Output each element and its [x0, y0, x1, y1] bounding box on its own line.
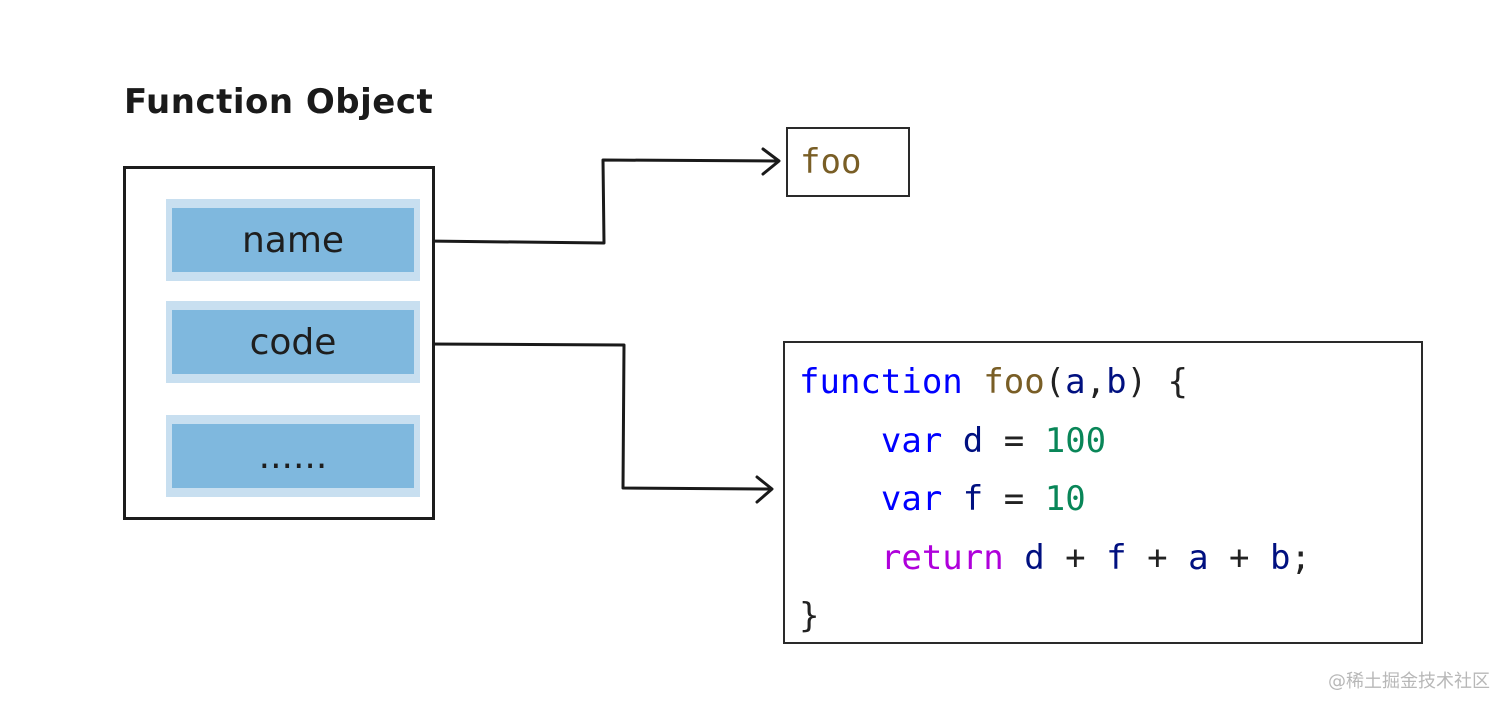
property-more-label: ...... [258, 435, 328, 477]
property-name-fill: name [172, 208, 414, 272]
close-paren-brace: ) { [1126, 362, 1189, 402]
code-line-5: } [799, 587, 1421, 646]
var-d: d [962, 420, 984, 461]
property-more-fill: ...... [172, 424, 414, 488]
code-to-function-connector [423, 342, 772, 491]
property-code-fill: code [172, 310, 414, 374]
var-keyword: var [880, 420, 943, 461]
property-code-label: code [249, 321, 337, 363]
var-f: f [962, 479, 984, 519]
param-b: b [1106, 362, 1127, 402]
closing-brace: } [799, 596, 820, 636]
var-keyword: var [880, 479, 943, 519]
watermark: @稀土掘金技术社区 [1328, 671, 1490, 692]
operand-f: f [1106, 537, 1127, 578]
open-paren: ( [1044, 362, 1066, 402]
number-literal: 100 [1044, 420, 1107, 461]
semicolon: ; [1290, 537, 1311, 578]
property-name-slot: name [166, 199, 420, 281]
operand-a: a [1188, 537, 1209, 578]
name-value-text: foo [800, 142, 862, 182]
param-a: a [1065, 362, 1086, 402]
code-arrowhead [755, 475, 774, 504]
name-value-box: foo [786, 127, 910, 197]
assign-op: = [1003, 479, 1025, 519]
code-line-2: var d = 100 [799, 412, 1421, 471]
code-line-3: var f = 10 [799, 470, 1421, 529]
code-line-4: return d + f + a + b; [799, 529, 1421, 588]
operand-d: d [1024, 537, 1045, 578]
assign-op: = [1003, 420, 1025, 461]
diagram-title: Function Object [124, 82, 434, 122]
number-literal: 10 [1044, 479, 1086, 519]
property-name-label: name [241, 219, 345, 261]
code-block: function foo(a,b) { var d = 100 var f = … [783, 341, 1423, 644]
function-keyword: function [799, 362, 963, 402]
plus-op: + [1065, 537, 1086, 578]
plus-op: + [1147, 537, 1168, 578]
name-to-foo-connector [423, 158, 779, 245]
function-name: foo [983, 362, 1045, 402]
param-comma: , [1085, 362, 1107, 402]
function-object-box: name code ...... [123, 166, 435, 520]
property-more-slot: ...... [166, 415, 420, 497]
plus-op: + [1229, 537, 1250, 578]
return-keyword: return [880, 537, 1004, 578]
code-line-1: function foo(a,b) { [799, 353, 1421, 412]
name-arrowhead [761, 147, 781, 176]
operand-b: b [1270, 537, 1291, 578]
property-code-slot: code [166, 301, 420, 383]
